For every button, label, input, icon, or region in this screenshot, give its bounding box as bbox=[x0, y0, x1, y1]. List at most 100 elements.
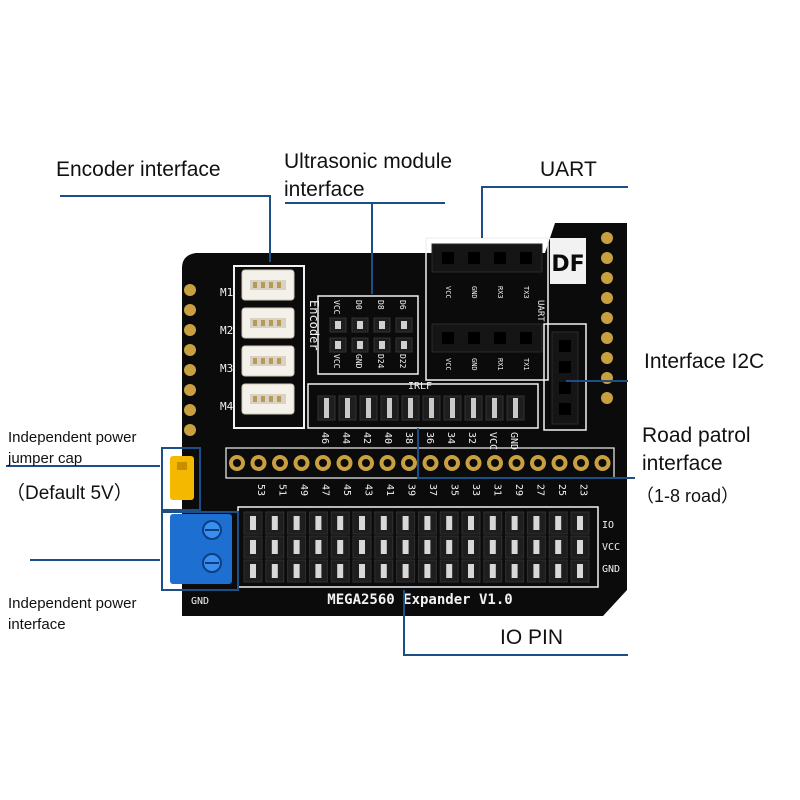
pin-number: 47 bbox=[320, 484, 331, 496]
i2c-socket bbox=[559, 361, 571, 373]
label-ultrasonic-1: Ultrasonic module bbox=[284, 150, 453, 173]
label-jumper-1: Independent power bbox=[8, 429, 137, 446]
i2c-socket bbox=[559, 382, 571, 394]
left-edge-pads bbox=[184, 284, 196, 436]
irlf-pins bbox=[317, 395, 525, 421]
io-side-label: IO bbox=[602, 520, 614, 531]
power-terminal-outline bbox=[161, 511, 239, 591]
uart-headers bbox=[431, 243, 543, 353]
uart-pin-label: GND bbox=[470, 358, 478, 371]
uart-pin-label: RX1 bbox=[496, 358, 504, 371]
edge-pad bbox=[184, 304, 196, 316]
uart-pin-label: TX1 bbox=[522, 358, 530, 371]
power-gnd-silk: GND bbox=[191, 596, 209, 607]
ultrasonic-pin-label: D8 bbox=[376, 300, 385, 310]
motor-label: M4 bbox=[220, 400, 234, 413]
uart-outline bbox=[425, 237, 549, 381]
pin-number: 43 bbox=[363, 484, 374, 496]
label-power-2: interface bbox=[8, 616, 66, 633]
irlf-silk: IRLF bbox=[408, 381, 432, 392]
edge-pad bbox=[184, 384, 196, 396]
edge-pad bbox=[184, 424, 196, 436]
i2c-socket bbox=[559, 403, 571, 415]
label-uart: UART bbox=[540, 158, 597, 181]
pin-number: GND bbox=[508, 432, 519, 450]
edge-pad bbox=[601, 232, 613, 244]
motor-label: M1 bbox=[220, 286, 233, 299]
motor-label: M3 bbox=[220, 362, 233, 375]
edge-pad bbox=[184, 324, 196, 336]
pin-number: 34 bbox=[445, 432, 456, 444]
edge-pad bbox=[601, 272, 613, 284]
pin-number: 44 bbox=[340, 432, 351, 444]
edge-pad bbox=[184, 284, 196, 296]
jumper-cap bbox=[170, 456, 194, 500]
encoder-silk: Encoder bbox=[307, 300, 321, 351]
ultrasonic-outline bbox=[317, 295, 419, 375]
pin-number: 23 bbox=[578, 484, 589, 496]
uart-pin-label: VCC bbox=[444, 286, 452, 299]
label-i2c: Interface I2C bbox=[644, 350, 765, 373]
pin-number: 31 bbox=[492, 484, 503, 496]
leader-lines bbox=[6, 186, 635, 656]
ultrasonic-pin-label: D0 bbox=[354, 300, 363, 310]
motor-label: M2 bbox=[220, 324, 233, 337]
label-road-3: （1-8 road） bbox=[636, 486, 740, 506]
leader-road bbox=[417, 460, 635, 479]
label-ultrasonic-2: interface bbox=[284, 178, 365, 201]
pin-number: 51 bbox=[277, 484, 288, 496]
label-jumper-2: jumper cap bbox=[8, 450, 83, 467]
i2c-socket bbox=[559, 340, 571, 352]
pin-number: VCC bbox=[487, 432, 498, 450]
pin-number: 27 bbox=[535, 484, 546, 496]
pin-number: 49 bbox=[298, 484, 309, 496]
pin-number: 40 bbox=[382, 432, 393, 444]
edge-pad bbox=[184, 364, 196, 376]
io-side-label: GND bbox=[602, 564, 620, 575]
pin-number: 33 bbox=[470, 484, 481, 496]
pin-number: 46 bbox=[319, 432, 330, 444]
label-road-2: interface bbox=[642, 452, 723, 475]
pin-number: 25 bbox=[556, 484, 567, 496]
ultrasonic-pin-label: GND bbox=[354, 354, 363, 369]
pin-number: 35 bbox=[449, 484, 460, 496]
ultrasonic-pin-label: D24 bbox=[376, 354, 385, 369]
pin-number: 53 bbox=[255, 484, 266, 496]
irlf-outline bbox=[307, 383, 539, 429]
through-hole-row bbox=[225, 447, 615, 479]
label-road-1: Road patrol bbox=[642, 424, 751, 447]
edge-pad bbox=[601, 372, 613, 384]
ultrasonic-pins bbox=[329, 317, 413, 353]
i2c-outline bbox=[543, 323, 587, 431]
pin-number: 38 bbox=[403, 432, 414, 444]
uart-pin-label: GND bbox=[470, 286, 478, 299]
pin-number: 32 bbox=[466, 432, 477, 444]
edge-pad bbox=[184, 404, 196, 416]
edge-pad bbox=[601, 312, 613, 324]
uart-pin-label: RX3 bbox=[496, 286, 504, 299]
edge-pad bbox=[601, 392, 613, 404]
edge-pad bbox=[601, 332, 613, 344]
power-terminal bbox=[170, 514, 232, 584]
label-default-5v: （Default 5V） bbox=[6, 483, 133, 504]
pin-number: 42 bbox=[361, 432, 372, 444]
ultrasonic-pin-label: VCC bbox=[332, 300, 341, 315]
leader-encoder bbox=[60, 195, 271, 262]
pin-number: 41 bbox=[384, 484, 395, 496]
i2c-header bbox=[551, 331, 579, 425]
edge-pad bbox=[601, 292, 613, 304]
jumper-cap-slot bbox=[177, 462, 187, 470]
uart-pin-label: TX3 bbox=[522, 286, 530, 299]
board-title: MEGA2560 Expander V1.0 bbox=[327, 592, 512, 608]
pin-number: 36 bbox=[424, 432, 435, 444]
leader-uart bbox=[481, 186, 628, 238]
pin-number: 29 bbox=[513, 484, 524, 496]
top-row-numbers: 46 44 42 40 38 36 34 32 VCC GND bbox=[319, 432, 519, 450]
pin-number: 37 bbox=[427, 484, 438, 496]
pin-number: 39 bbox=[406, 484, 417, 496]
